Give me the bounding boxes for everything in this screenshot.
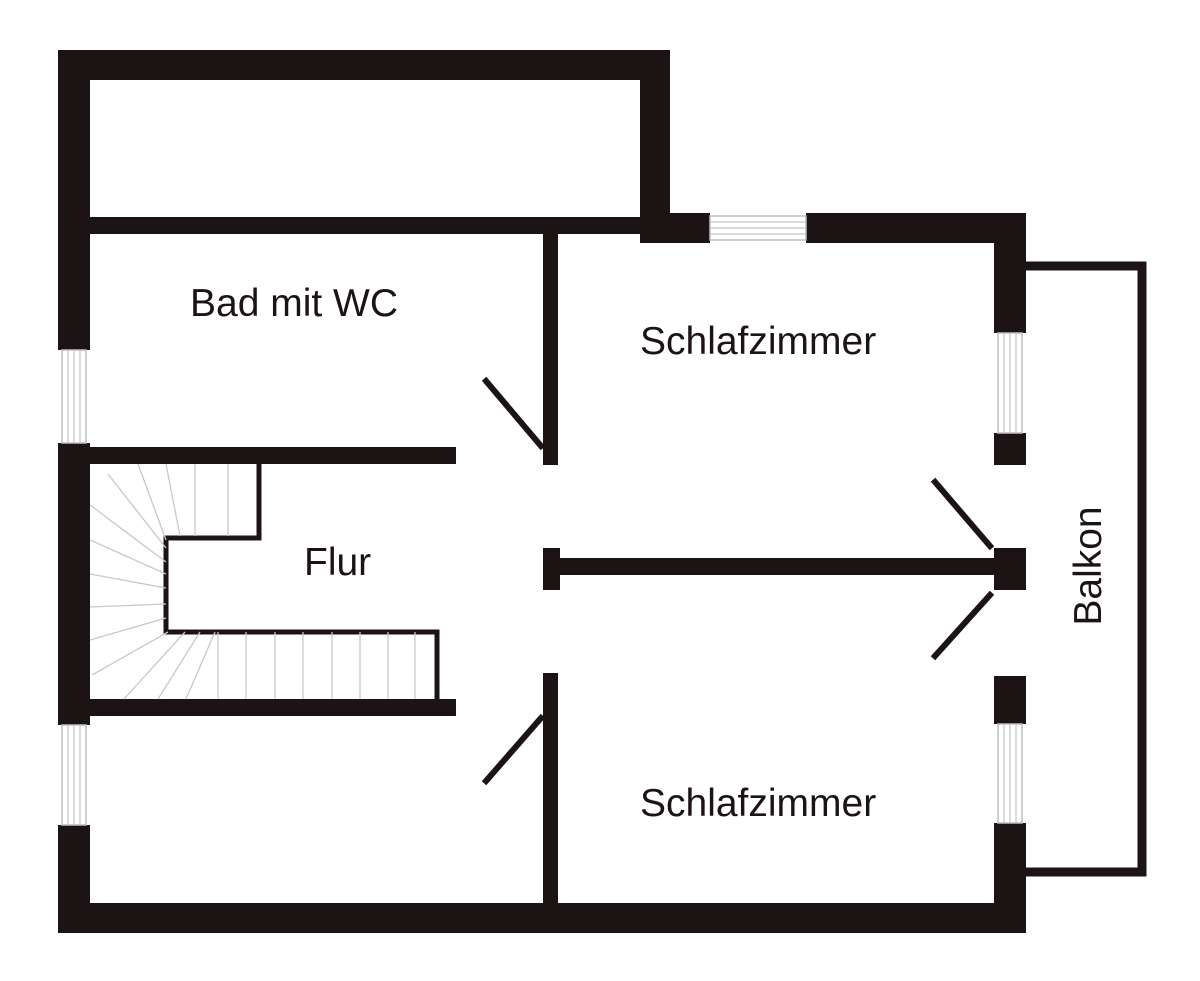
- window-left-lower: [61, 724, 87, 826]
- stair-treads: [89, 463, 416, 700]
- window-right-lower: [997, 723, 1023, 824]
- wall-divider-end-cap: [543, 548, 560, 590]
- windows: [61, 215, 1023, 826]
- interior-walls: [88, 217, 999, 905]
- wall-bath-bottom-of-attic: [88, 217, 644, 234]
- wall-right-bottom: [994, 823, 1026, 933]
- staircase: [89, 462, 440, 703]
- label-bedroom-top: Schlafzimmer: [640, 320, 876, 363]
- wall-flur-lower: [88, 699, 456, 716]
- balcony-railing: [1020, 261, 1147, 877]
- wall-right-pier-center: [994, 548, 1026, 590]
- door-balcony-lower: [930, 590, 995, 661]
- door-balcony-upper: [930, 477, 995, 551]
- label-bath: Bad mit WC: [190, 282, 398, 325]
- wall-left-upper: [58, 50, 90, 350]
- window-top: [709, 215, 807, 241]
- wall-right-top: [994, 213, 1026, 333]
- doors: [481, 376, 995, 786]
- exterior-walls: [58, 50, 1026, 933]
- wall-right-pier-upper: [994, 433, 1026, 465]
- wall-upper-right-b: [806, 213, 1026, 243]
- door-bath: [481, 376, 546, 451]
- window-left-upper: [61, 349, 87, 444]
- label-bedroom-bottom: Schlafzimmer: [640, 782, 876, 825]
- balcony: [1020, 261, 1147, 877]
- wall-left-middle: [58, 443, 90, 725]
- label-balcony: Balkon: [1067, 506, 1110, 625]
- wall-top-left: [58, 50, 670, 80]
- door-lower-room: [481, 713, 546, 786]
- wall-bottom: [58, 903, 1026, 933]
- room-labels: Bad mit WC Schlafzimmer Flur Schlafzimme…: [190, 282, 1110, 825]
- wall-bath-right: [543, 232, 558, 465]
- wall-bedrooms-divider: [543, 558, 999, 575]
- wall-bath-flur: [88, 447, 456, 464]
- wall-lower-room-right: [543, 673, 558, 905]
- wall-upper-right-a: [640, 213, 710, 243]
- window-right-upper: [997, 332, 1023, 434]
- stair-outline: [163, 462, 440, 703]
- label-hallway: Flur: [304, 541, 371, 584]
- wall-step-vertical: [640, 50, 670, 243]
- wall-right-pier-lower: [994, 676, 1026, 724]
